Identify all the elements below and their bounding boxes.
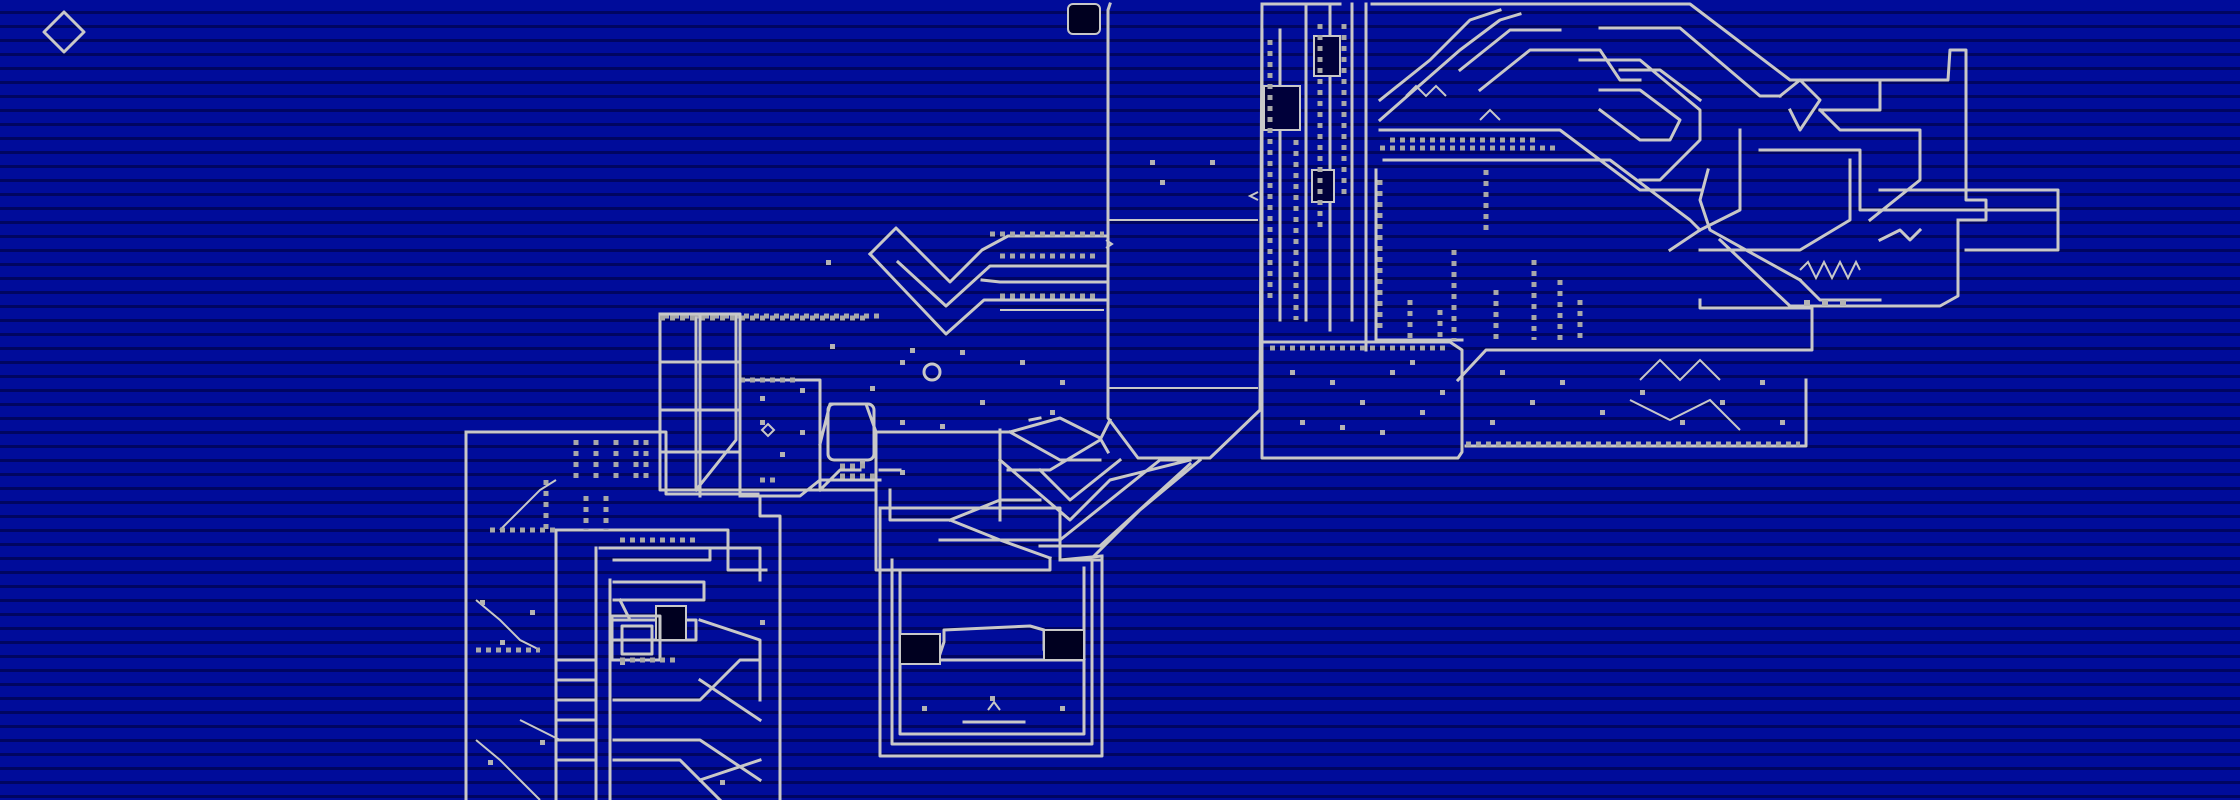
left-grid-tower [464, 312, 782, 800]
vat-room [878, 506, 1104, 758]
v-corridor [664, 226, 1110, 336]
lower-courtyard [1260, 298, 1814, 460]
central-hall [1106, 2, 1342, 460]
square-icon [1067, 3, 1101, 35]
vertical-corridors [1260, 2, 1368, 352]
diamond-icon [42, 10, 86, 54]
right-corridors [1370, 2, 2060, 342]
connectors [738, 191, 1259, 522]
